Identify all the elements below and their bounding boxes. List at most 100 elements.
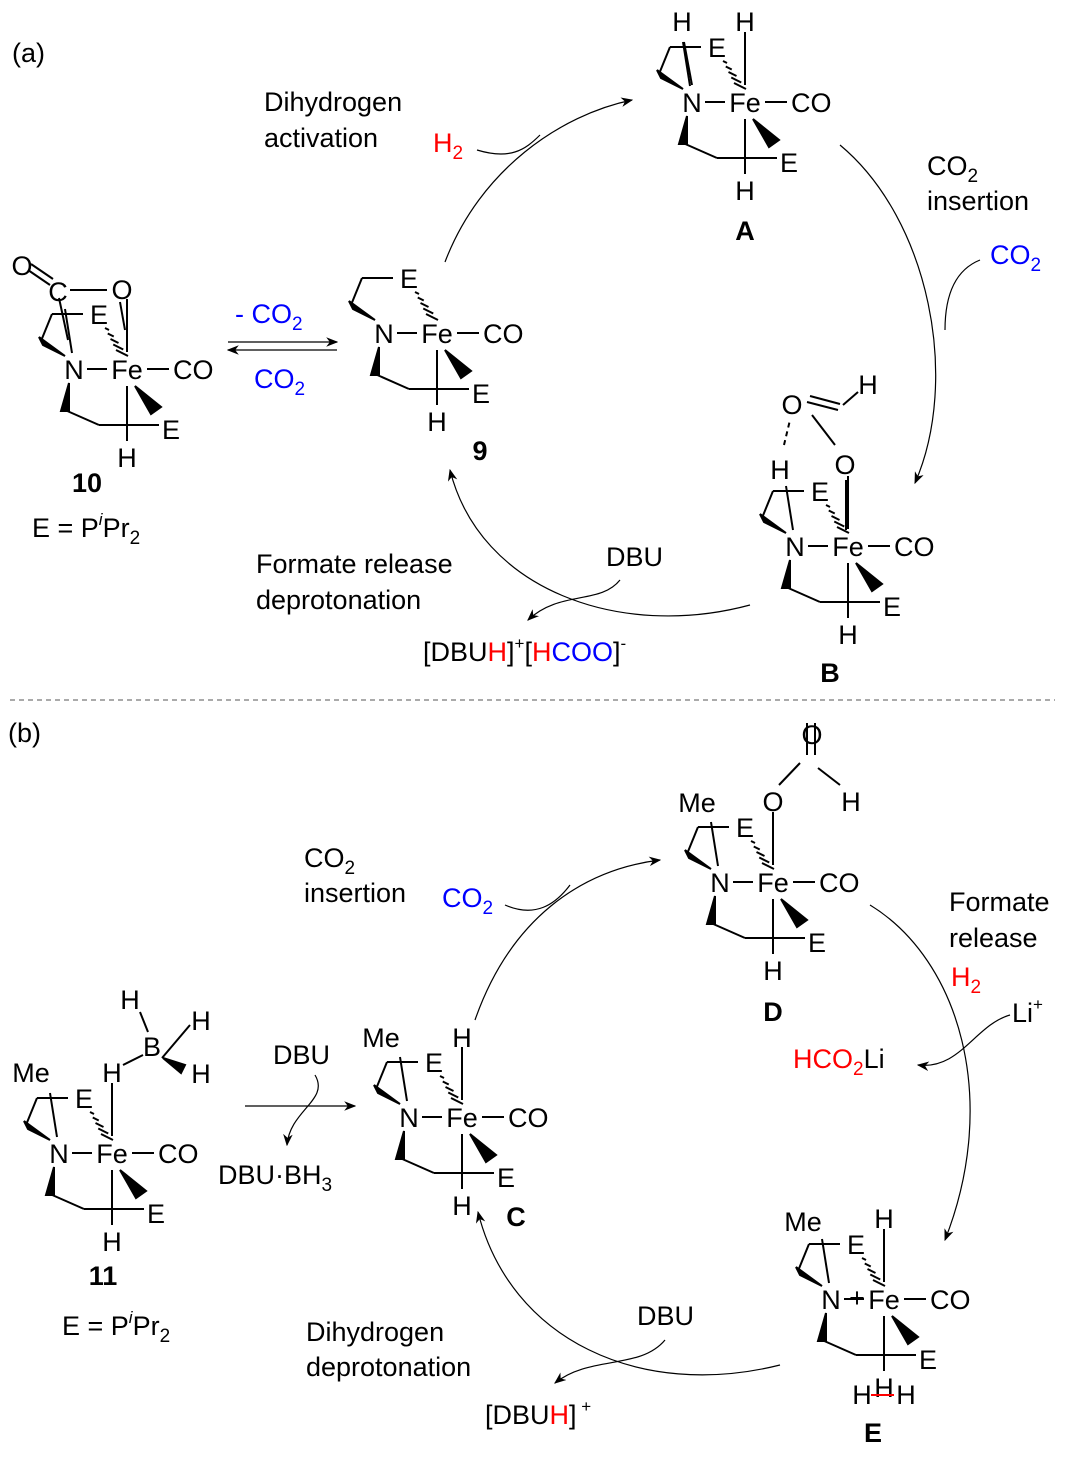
atom-e-lower: E bbox=[780, 148, 798, 178]
complex-bonds bbox=[684, 812, 815, 954]
ligand-co: CO bbox=[483, 319, 524, 349]
dbu-incoming-arrow-b bbox=[554, 1339, 666, 1384]
label-hco2li-segment: HCO bbox=[793, 1044, 853, 1074]
atom-n: N bbox=[785, 532, 805, 562]
li-incoming-arrow bbox=[916, 1014, 1011, 1072]
label-h2-a: H2 bbox=[433, 128, 463, 164]
complex-bonds bbox=[656, 32, 787, 174]
label-minus-co2: - CO2 bbox=[235, 299, 303, 335]
label-co2-label-2-segment: CO bbox=[304, 843, 345, 873]
label-deprotonation-1: deprotonation bbox=[256, 585, 421, 615]
compound-label: C bbox=[506, 1202, 526, 1232]
atom-h-backbone: H bbox=[735, 176, 755, 206]
compound-label: B bbox=[820, 658, 840, 688]
atom-n: N bbox=[49, 1139, 69, 1169]
complex-bonds bbox=[795, 1229, 926, 1371]
label-li-plus: Li+ bbox=[1012, 995, 1043, 1028]
h2-incoming-arrow bbox=[476, 134, 541, 155]
ligand-bonds bbox=[27, 41, 859, 1075]
ligand-co: CO bbox=[158, 1139, 199, 1169]
label-dihydrogen-2: Dihydrogen bbox=[306, 1317, 444, 1347]
atom-fe: Fe bbox=[96, 1139, 128, 1169]
label-dbu-b1: DBU bbox=[273, 1040, 330, 1070]
label-dbuh-hcoo-segment: [ bbox=[524, 637, 532, 667]
label-dbuh-hcoo-segment: H bbox=[488, 637, 508, 667]
complex-bonds bbox=[38, 299, 169, 441]
atom-h-backbone: H bbox=[763, 956, 783, 986]
label-formate-release-1: Formate release bbox=[256, 549, 453, 579]
ligand-atom-plus: + bbox=[849, 1283, 865, 1313]
ligand-atom-me: Me bbox=[12, 1058, 50, 1088]
ligand-atom-h: H bbox=[735, 7, 755, 37]
atom-e-lower: E bbox=[497, 1163, 515, 1193]
label-h2-b-segment: H bbox=[951, 962, 971, 992]
label-deprotonation-2: deprotonation bbox=[306, 1352, 471, 1382]
label-dbuh-hcoo-segment: ] bbox=[613, 637, 621, 667]
label-dbuh-hcoo-segment: H bbox=[532, 637, 552, 667]
label-dbu-bh3-segment: 3 bbox=[322, 1175, 333, 1196]
ligand-co: CO bbox=[791, 88, 832, 118]
ligand-co: CO bbox=[173, 355, 214, 385]
atom-h-backbone: H bbox=[117, 443, 137, 473]
ligand-atom-o: O bbox=[801, 720, 822, 750]
atom-e-upper: E bbox=[90, 300, 108, 330]
ligand-atom-h: H bbox=[120, 985, 140, 1015]
label-e-def-b-segment: Pr bbox=[133, 1311, 160, 1341]
ligand-atom-me: Me bbox=[784, 1207, 822, 1237]
label-minus-co2-segment: 2 bbox=[292, 314, 303, 335]
label-hco2li-segment: Li bbox=[864, 1044, 885, 1074]
atom-e-upper: E bbox=[425, 1048, 443, 1078]
dbu-incoming-arrow bbox=[527, 579, 621, 621]
label-li-plus-segment: + bbox=[1033, 995, 1043, 1014]
label-dbu-b2: DBU bbox=[637, 1301, 694, 1331]
atom-h-backbone: H bbox=[874, 1373, 894, 1403]
label-co2-b-segment: 2 bbox=[483, 898, 494, 919]
atom-e-upper: E bbox=[708, 33, 726, 63]
label-co2-label-1-segment: 2 bbox=[968, 166, 979, 187]
atom-h-backbone: H bbox=[838, 620, 858, 650]
ligand-co: CO bbox=[894, 532, 935, 562]
label-dbuh-plus-segment: [DBU bbox=[485, 1400, 550, 1430]
atom-n: N bbox=[682, 88, 702, 118]
label-e-def-b-segment: 2 bbox=[160, 1326, 171, 1347]
atom-e-upper: E bbox=[847, 1230, 865, 1260]
cycle-arrow-D-to-E bbox=[869, 904, 971, 1242]
label-insertion-2-segment: insertion bbox=[304, 878, 406, 908]
atom-fe: Fe bbox=[832, 532, 864, 562]
label-panel-a-segment: (a) bbox=[12, 38, 45, 68]
atom-fe: Fe bbox=[446, 1103, 478, 1133]
label-co2-a: CO2 bbox=[990, 240, 1041, 276]
ligand-atom-o: O bbox=[834, 450, 855, 480]
ligand-atom-h: H bbox=[874, 1204, 894, 1234]
label-dbuh-plus-segment: + bbox=[577, 1397, 592, 1416]
label-dihydrogen-1-segment: Dihydrogen bbox=[264, 87, 402, 117]
label-e-def-b-segment: E = P bbox=[62, 1311, 129, 1341]
atom-e-upper: E bbox=[736, 813, 754, 843]
atom-e-lower: E bbox=[162, 415, 180, 445]
label-dbu-bh3: DBU·BH3 bbox=[218, 1160, 332, 1196]
cycle-arrow-9-to-A bbox=[444, 97, 634, 263]
label-co2-label-2: CO2 bbox=[304, 843, 355, 879]
complex-bonds bbox=[759, 476, 890, 618]
label-insertion-1: insertion bbox=[927, 186, 1029, 216]
atom-e-lower: E bbox=[472, 379, 490, 409]
ligand-atom-h: H bbox=[102, 1058, 122, 1088]
label-h2-a-segment: H bbox=[433, 128, 453, 158]
atom-e-lower: E bbox=[919, 1345, 937, 1375]
cycle-arrow-A-to-B bbox=[839, 144, 937, 485]
label-dbuh-plus-segment: H bbox=[550, 1400, 570, 1430]
ligand-atom-o: O bbox=[762, 787, 783, 817]
compound-label: 10 bbox=[72, 468, 102, 498]
dbu-in-arrow-11 bbox=[283, 1074, 319, 1147]
ligand-atom-o: O bbox=[11, 251, 32, 281]
label-release-2-segment: release bbox=[949, 923, 1038, 953]
label-panel-b: (b) bbox=[8, 718, 41, 748]
ligand-atom-h: H bbox=[191, 1006, 211, 1036]
label-release-2: release bbox=[949, 923, 1038, 953]
label-co2-b-segment: CO bbox=[442, 883, 483, 913]
label-formate-2-segment: Formate bbox=[949, 887, 1050, 917]
label-h2-a-segment: 2 bbox=[453, 143, 464, 164]
ligand-co: CO bbox=[930, 1285, 971, 1315]
